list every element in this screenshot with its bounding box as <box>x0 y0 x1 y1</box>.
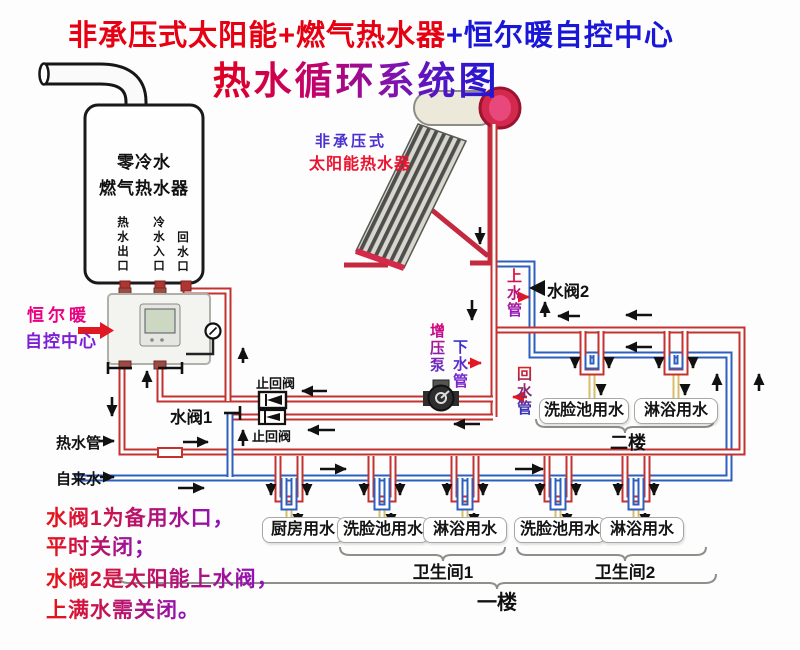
solar-name-label: 太阳能热水器 <box>309 156 412 173</box>
solar-type-label: 非承压式 <box>315 133 388 150</box>
check-valve-icon-lower <box>257 408 287 426</box>
controller-box <box>107 287 211 370</box>
fitting-ticks <box>106 362 242 420</box>
note-line: 上满水需关闭。 <box>46 594 200 624</box>
pipe-coupling <box>157 447 183 458</box>
tap-water-label: 自来水 <box>56 471 102 488</box>
gas-heater-name: 零冷水 燃气热水器 <box>92 150 196 202</box>
gas-heater-name-line1: 零冷水 <box>117 153 171 172</box>
label-pointer-arrows <box>78 291 530 403</box>
bathroom2-label: 卫生间2 <box>594 563 656 582</box>
page-title: 非承压式太阳能+燃气热水器+恒尔暖自控中心 <box>0 12 742 54</box>
flue-pipe <box>38 62 148 108</box>
controller-brand: 恒尔暖 <box>27 306 90 325</box>
return-pipe-label: 回水管 <box>515 366 532 417</box>
check-valve-label-lower: 止回阀 <box>252 429 292 444</box>
flow-arrows <box>100 227 765 526</box>
pressure-gauge-icon <box>186 322 222 356</box>
valve2-label: 水阀2 <box>547 283 590 301</box>
title-part-blue: +恒尔暖自控中心 <box>446 20 674 52</box>
valve2-marker-icon <box>529 280 545 296</box>
pump-label: 增压泵 <box>428 323 445 374</box>
hot-pipe-label: 热水管 <box>56 435 102 452</box>
note-line: 水阀2是太阳能上水阀， <box>46 563 279 593</box>
floor1-label: 一楼 <box>477 592 517 614</box>
heater-port-return: 回水口 <box>176 231 188 275</box>
cold-pipes <box>75 260 733 482</box>
note-line: 水阀1为备用水口， <box>46 502 235 532</box>
fixture-label: 淋浴用水 <box>634 398 718 424</box>
floor2-label: 二楼 <box>610 433 646 453</box>
up-pipe-label: 上水管 <box>505 268 522 319</box>
bathroom1-label: 卫生间1 <box>412 563 474 582</box>
fixture-label: 洗脸池用水 <box>539 398 629 424</box>
pump-icon <box>423 379 459 412</box>
subtitle-row: 热水循环系统图 <box>0 50 712 105</box>
floor-braces <box>117 418 717 590</box>
heater-port-cold-in: 冷水入口 <box>152 216 164 274</box>
floor2-fixture-drops <box>579 331 689 399</box>
fixture-label: 淋浴用水 <box>600 517 684 543</box>
check-valve-label-upper: 止回阀 <box>256 376 296 391</box>
controller-name: 自控中心 <box>25 332 97 351</box>
fixture-label: 淋浴用水 <box>423 517 507 543</box>
page-subtitle: 热水循环系统图 <box>212 50 499 105</box>
note-line: 平时关闭； <box>46 531 156 561</box>
gas-heater-box <box>83 103 205 285</box>
fixture-label: 洗脸池用水 <box>514 517 606 543</box>
title-part-red: 非承压式太阳能+燃气热水器 <box>68 20 446 52</box>
heater-port-hot-out: 热水出口 <box>116 216 128 274</box>
fixture-label: 洗脸池用水 <box>337 517 429 543</box>
down-pipe-label: 下水管 <box>451 339 468 390</box>
valve1-label: 水阀1 <box>170 409 213 427</box>
gas-heater-name-line2: 燃气热水器 <box>99 179 189 198</box>
fixture-label: 厨房用水 <box>262 517 344 543</box>
check-valve-icon-upper <box>257 390 288 410</box>
